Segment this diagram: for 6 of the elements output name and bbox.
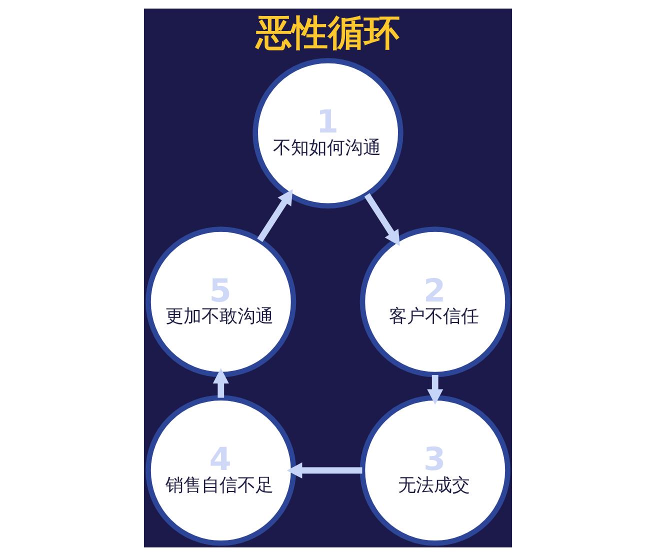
arrow [427, 374, 444, 405]
arrow [212, 368, 229, 398]
arrow [364, 193, 400, 246]
arrow [257, 189, 293, 242]
diagram-title: 恶性循环 [256, 12, 400, 54]
arrow [286, 462, 362, 479]
